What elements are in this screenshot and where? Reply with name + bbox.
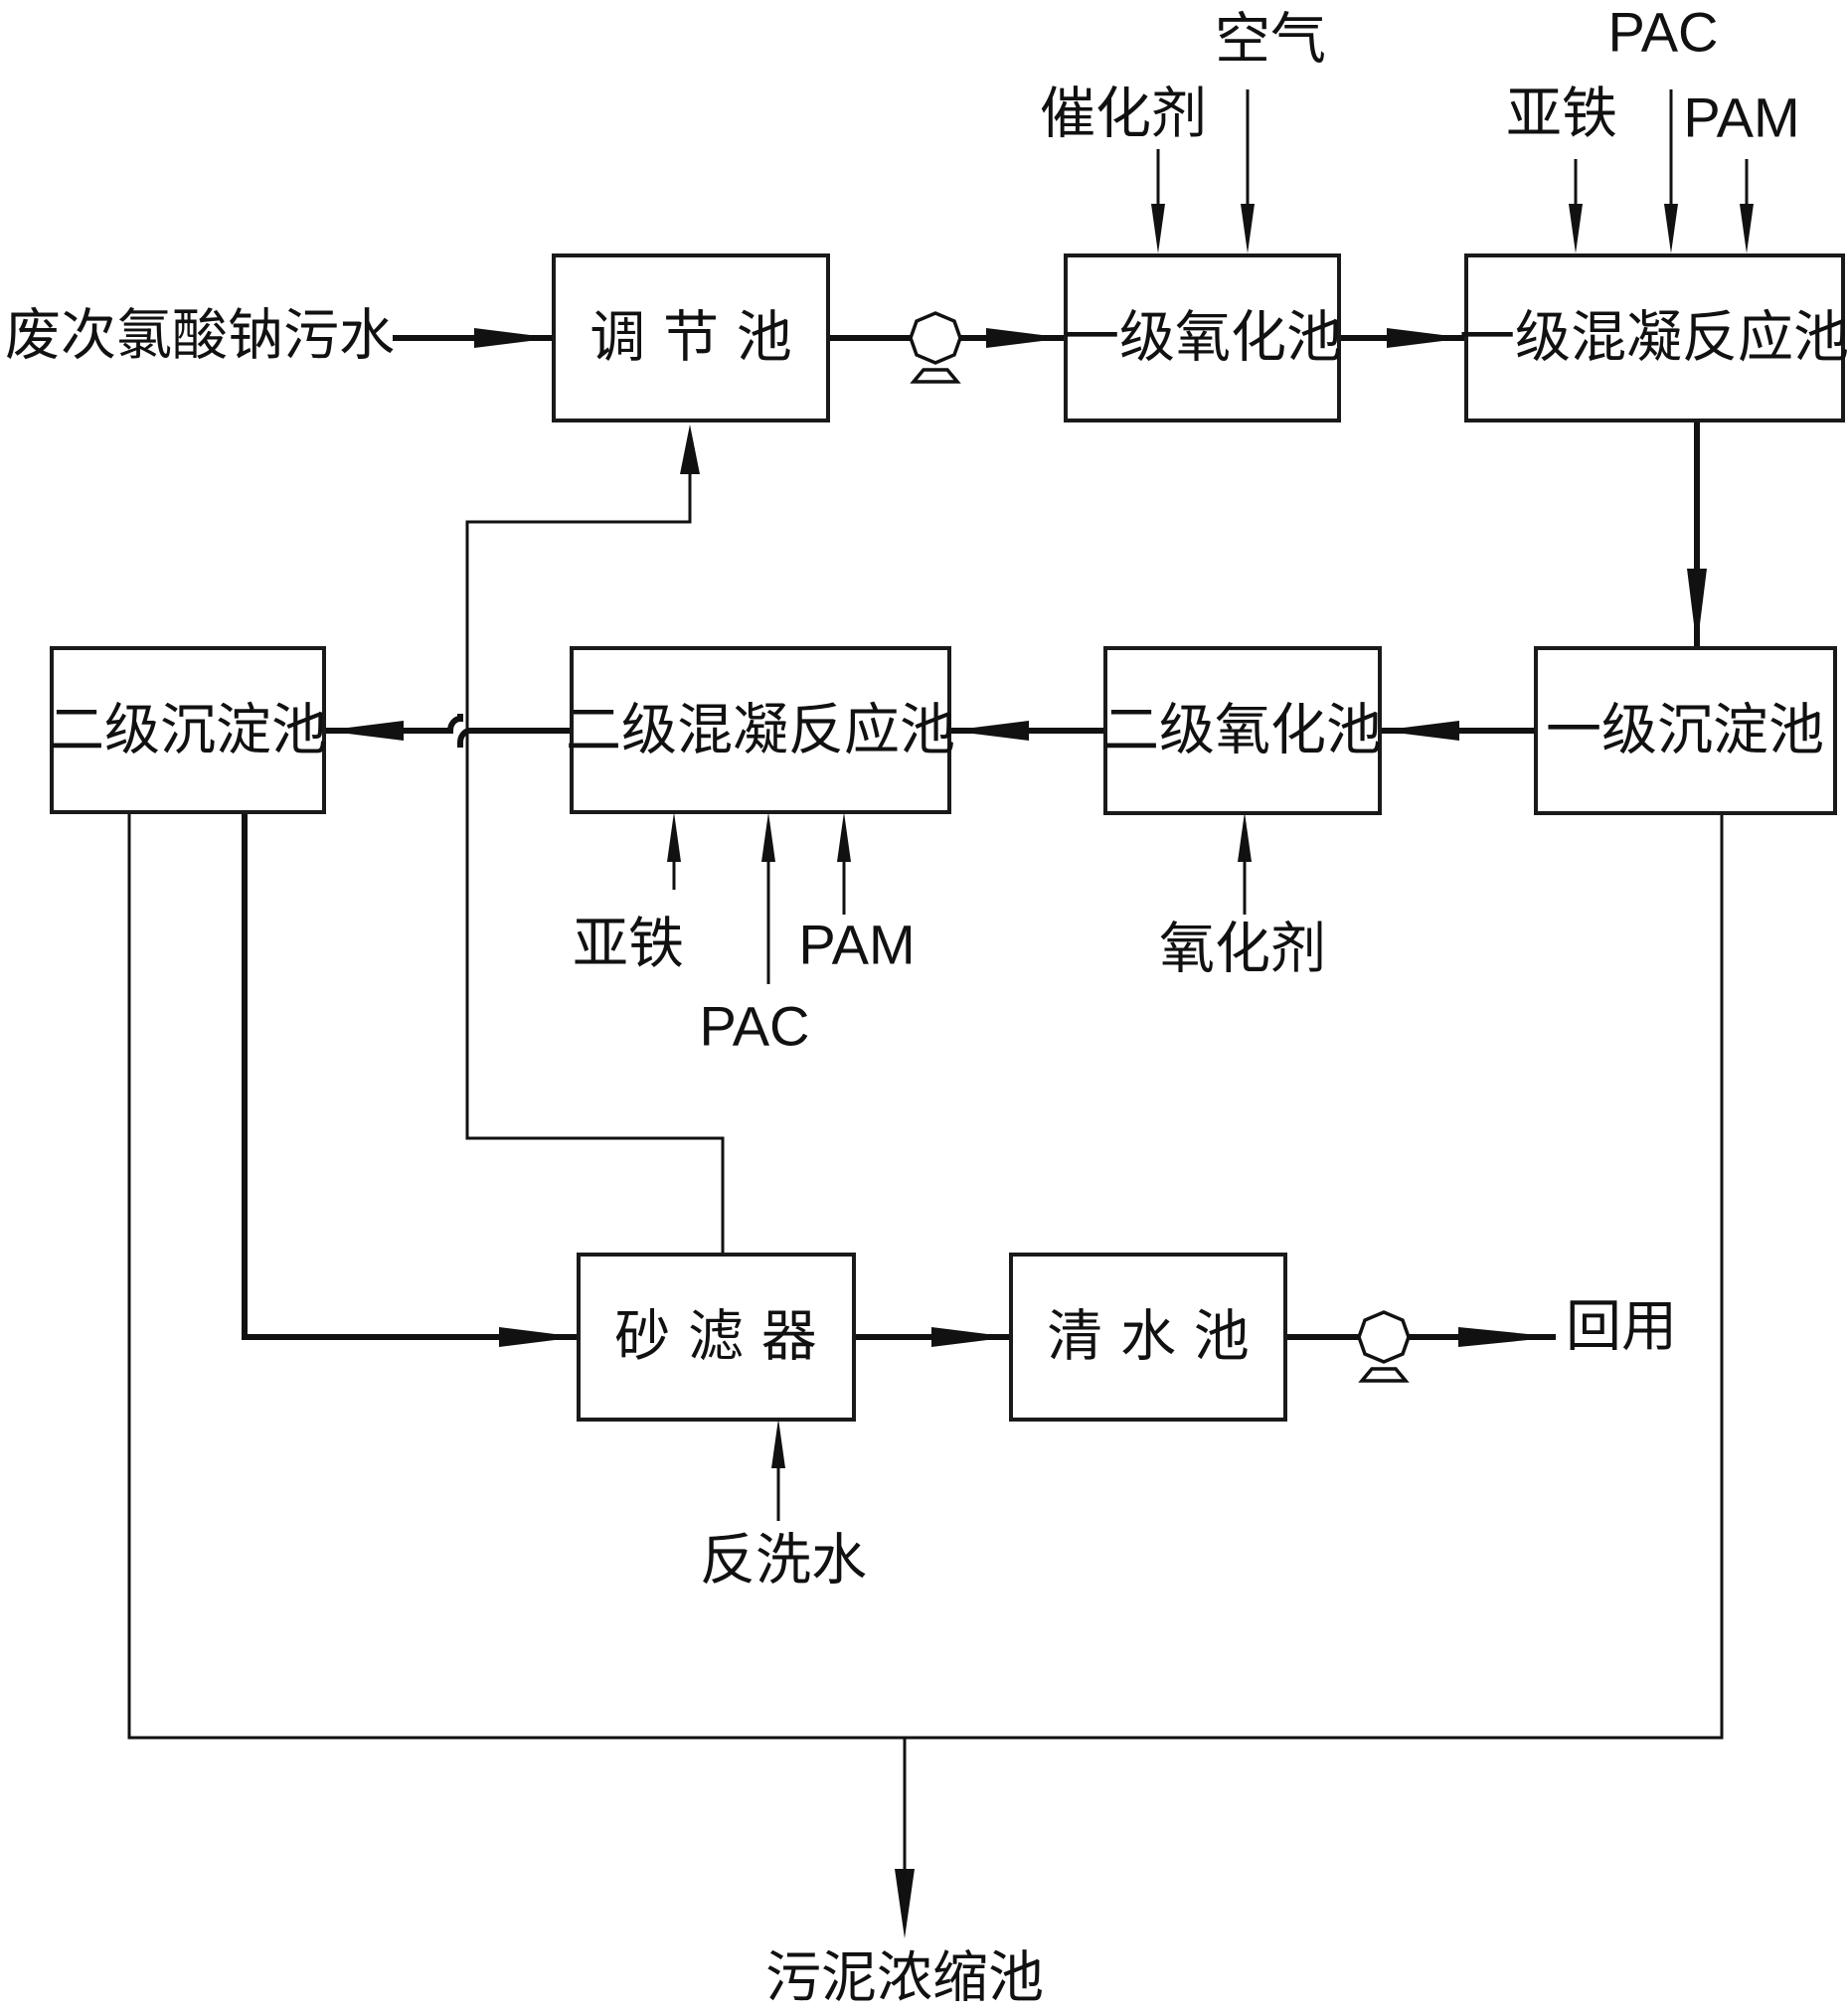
node-clear-tank-label: 清 水 池 [1047,1305,1250,1370]
node-oxidation-2-box [1103,646,1382,815]
pump-1-body [909,311,962,365]
line-settle2-sandfilter [242,810,577,1340]
arrow-cleartank-in [931,1327,1011,1347]
label-ferrous-2: 亚铁 [573,913,684,977]
arrow-sandfilter-in [499,1327,579,1347]
label-pac-1: PAC [1608,1,1719,64]
node-oxidation-2-label: 二级氧化池 [1103,699,1382,763]
node-adjust-tank-label: 调 节 池 [589,306,792,371]
label-oxidant: 氧化剂 [1159,918,1326,982]
label-pam-2: PAM [798,914,915,976]
node-oxidation-2: 二级氧化池 [1103,646,1382,815]
node-coag-1: 一级混凝反应池 [1459,253,1848,422]
node-coag-1-box [1464,253,1845,422]
pump-2-base [1358,1367,1410,1383]
node-coag-2-label: 二级混凝反应池 [566,699,955,763]
arrow-ferrous-1 [1569,204,1583,253]
node-adjust-tank-box [552,253,830,422]
arrow-settle2-in [324,721,404,741]
labels: 废次氯酸钠污水 催化剂 空气 亚铁 PAC PAM 亚铁 PAC PAM 氧化剂… [5,1,1800,2011]
arrow-pam-1 [1740,204,1754,253]
arrow-air [1241,204,1255,253]
line-backwash-return [465,434,725,1253]
line-coag2-settle2 [326,714,572,748]
arrow-ferrous-2 [667,812,681,862]
arrow-settle1-in [1687,569,1707,648]
node-settle-2-box [50,646,326,814]
node-settle-2-label: 二级沉淀池 [49,699,327,763]
arrow-pac-1 [1664,204,1678,253]
node-coag-2: 二级混凝反应池 [566,646,955,814]
node-clear-tank-box [1009,1253,1287,1422]
label-backwash: 反洗水 [700,1529,867,1594]
label-pac-2: PAC [700,995,810,1058]
pump-1-base [910,368,961,384]
node-sand-filter-box [577,1253,856,1422]
arrow-influent [474,328,554,348]
label-influent: 废次氯酸钠污水 [5,304,395,369]
node-oxidation-1: 一级氧化池 [1064,253,1342,422]
node-sand-filter: 砂 滤 器 [577,1253,856,1422]
arrow-sludge [895,1869,915,1938]
node-coag-2-box [570,646,951,814]
arrow-oxidant [1238,812,1252,862]
pump-2-body [1357,1310,1411,1364]
node-oxidation-1-box [1064,253,1341,422]
arrow-pam-2 [837,812,851,862]
arrow-coag2-in [949,721,1029,741]
node-adjust-tank: 调 节 池 [552,253,830,422]
node-settle-2: 二级沉淀池 [49,646,327,814]
node-sand-filter-label: 砂 滤 器 [614,1305,817,1370]
label-ferrous-1: 亚铁 [1506,83,1617,147]
node-coag-1-label: 一级混凝反应池 [1459,306,1848,371]
label-sludge: 污泥浓缩池 [765,1946,1044,2011]
node-clear-tank: 清 水 池 [1009,1253,1287,1422]
arrow-backwash [771,1419,785,1468]
node-oxidation-1-label: 一级氧化池 [1064,306,1342,371]
node-settle-1: 一级沉淀池 [1534,646,1837,815]
label-pam-1: PAM [1683,86,1799,149]
label-reuse: 回用 [1566,1295,1677,1360]
pump-1 [909,311,962,384]
arrow-catalyst [1151,204,1165,253]
line-sludge-collect [127,810,1724,1740]
arrow-coag1-in [1387,328,1466,348]
pump-2 [1357,1310,1411,1383]
arrow-pac-2 [761,812,775,862]
arrow-heads [324,204,1754,1938]
label-catalyst: 催化剂 [1040,83,1207,147]
label-air: 空气 [1215,8,1326,73]
arrow-adjust-return [680,424,700,474]
node-settle-1-label: 一级沉淀池 [1546,699,1824,763]
arrow-oxidation2-in [1380,721,1459,741]
arrow-oxidation1-in [986,328,1066,348]
node-settle-1-box [1534,646,1837,815]
arrow-reuse [1458,1327,1558,1347]
